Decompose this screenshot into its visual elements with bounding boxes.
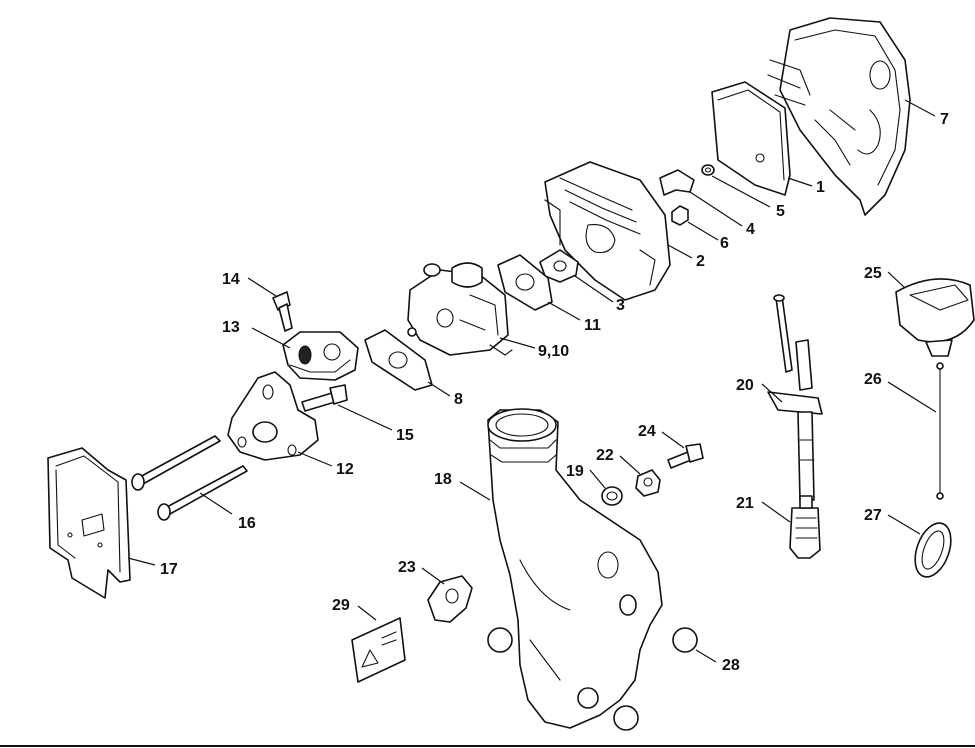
part-bracket (282, 331, 359, 381)
part-fuel-cap (895, 278, 975, 357)
part-clamp (427, 575, 473, 623)
part-carburetor-housing (544, 161, 671, 301)
callout-1: 1 (816, 179, 825, 196)
part-screw-24 (667, 443, 704, 469)
callout-26: 26 (864, 371, 882, 388)
part-screw-15 (301, 384, 348, 412)
part-fuel-hose (767, 294, 823, 501)
callout-17: 17 (160, 561, 178, 578)
callout-27: 27 (864, 507, 882, 524)
part-grommet-22 (635, 469, 661, 497)
part-washer (701, 164, 715, 176)
part-grommet-19 (601, 486, 623, 506)
callout-4: 4 (746, 221, 755, 238)
callout-3: 3 (616, 297, 625, 314)
callout-16: 16 (238, 515, 256, 532)
part-clip (659, 169, 695, 196)
callout-20: 20 (736, 377, 754, 394)
callout-13: 13 (222, 319, 240, 336)
callout-11: 11 (584, 317, 601, 334)
callout-25: 25 (864, 265, 882, 282)
part-screw-14 (272, 291, 293, 332)
part-carburetor (407, 262, 513, 356)
part-intake-housing (487, 408, 663, 729)
part-retainer-loop (914, 522, 952, 578)
callout-29: 29 (332, 597, 350, 614)
callout-2: 2 (696, 253, 705, 270)
part-nut (671, 205, 689, 226)
part-filter (711, 81, 791, 196)
part-warning-label (351, 617, 406, 683)
part-intake-manifold (227, 371, 319, 461)
callout-9-10: 9,10 (538, 343, 569, 360)
callout-5: 5 (776, 203, 785, 220)
part-air-filter-cover (767, 17, 911, 216)
callout-24: 24 (638, 423, 656, 440)
callout-14: 14 (222, 271, 240, 288)
leader-lines (127, 99, 937, 663)
callout-28: 28 (722, 657, 740, 674)
part-heat-shield (47, 447, 131, 599)
callout-18: 18 (434, 471, 452, 488)
callout-8: 8 (454, 391, 463, 408)
callout-7: 7 (940, 111, 949, 128)
callout-22: 22 (596, 447, 614, 464)
callout-23: 23 (398, 559, 416, 576)
callout-12: 12 (336, 461, 354, 478)
part-long-screws (131, 435, 248, 521)
callout-21: 21 (736, 495, 754, 512)
callout-19: 19 (566, 463, 584, 480)
callout-15: 15 (396, 427, 414, 444)
callout-6: 6 (720, 235, 729, 252)
callout-labels: 1 2 3 4 5 6 7 8 9,10 11 12 13 14 15 16 1… (160, 111, 949, 674)
part-grommets-28 (487, 627, 698, 731)
part-cap-tether (936, 362, 944, 500)
part-fuel-filter (789, 495, 821, 559)
part-gasket-upper (497, 254, 553, 311)
